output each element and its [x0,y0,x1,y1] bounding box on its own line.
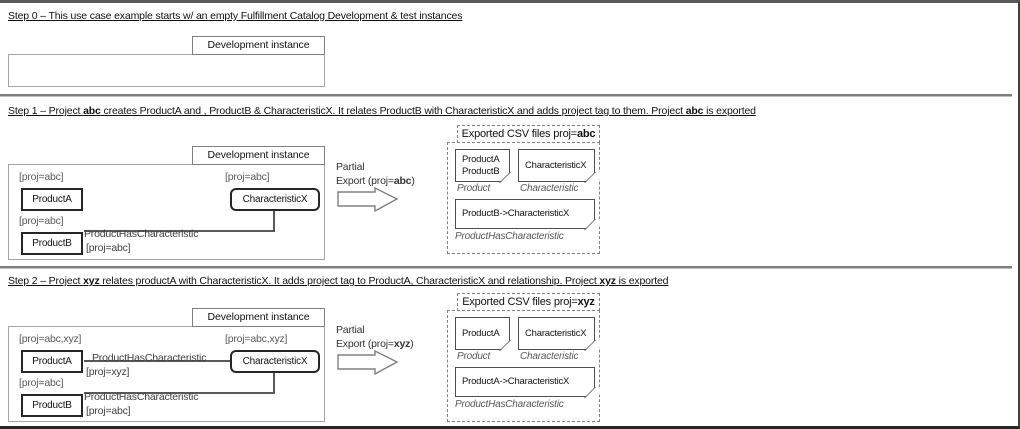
step-1-csv-caption-characteristic: Characteristic [520,183,579,194]
step-2-relationship-2-label: ProductHasCharacteristic [84,391,199,403]
step-2-connector-b-horizontal [84,392,275,394]
step-1-instance-tab-label: Development instance [192,146,325,165]
csv-line: ProductB [462,165,500,177]
step-1-entity-productb[interactable]: ProductB [21,232,83,255]
step-2-entity-characteristicx[interactable]: CharacteristicX [230,350,320,373]
step-0-title: Step 0 – This use case example starts w/… [8,10,463,22]
step-1-csv-file-characteristic[interactable]: CharacteristicX [518,149,607,183]
step-2-csv-caption-producthascharacteristic: ProductHasCharacteristic [455,399,564,410]
csv-line: CharacteristicX [525,327,587,339]
step-2-export-line2: Export (proj=xyz) [336,338,414,350]
step-1-csv-file-product[interactable]: ProductA ProductB [455,149,522,183]
step-1-tag-producta: [proj=abc] [19,171,64,183]
step-2-csv-file-product[interactable]: ProductA [455,317,522,351]
step-2-project-b: xyz [599,275,616,287]
step-2-export-arrow-icon [337,350,399,376]
step-2-csv-file-producthascharacteristic[interactable]: ProductA->CharacteristicX [455,367,607,398]
step-1-title: Step 1 – Project abc creates ProductA an… [8,105,756,117]
step-1-tag-characteristicx: [proj=abc] [225,171,270,183]
csv-line: ProductA->CharacteristicX [462,376,570,387]
step-0-instance-tab-label: Development instance [192,36,325,55]
step-1-connector-horizontal [84,230,275,232]
step-1-export-line2: Export (proj=abc) [336,175,415,187]
step-2-connector-a-horizontal [84,360,231,362]
step-2-csv-caption-characteristic: Characteristic [520,351,579,362]
step-2-instance-tab-label: Development instance [192,308,325,327]
step-2-title: Step 2 – Project xyz relates productA wi… [8,275,669,287]
step-1-csv-caption-product: Product [457,183,491,194]
csv-line: ProductA [462,153,500,165]
step-2-tag-producta: [proj=abc,xyz] [19,333,82,345]
step-1-entity-producta[interactable]: ProductA [21,188,83,211]
csv-line: ProductA [462,327,500,339]
step-2-relationship-2-tag: [proj=abc] [86,405,131,417]
step-1-csv-caption-producthascharacteristic: ProductHasCharacteristic [455,231,564,242]
csv-line: CharacteristicX [525,159,587,171]
step-2-csv-file-characteristic[interactable]: CharacteristicX [518,317,607,351]
step-1-project-a: abc [83,105,101,117]
step-1-connector-vertical [273,210,275,232]
step-2-connector-b-vertical [273,372,275,394]
step-2-csv-caption-product: Product [457,351,491,362]
step-1-csv-tab-label: Exported CSV files proj=abc [457,125,600,143]
step-2-project-a: xyz [83,275,100,287]
step-1-project-b: abc [685,105,704,117]
step-2-tag-productb: [proj=abc] [19,377,64,389]
step-2-tag-characteristicx: [proj=abc,xyz] [225,333,288,345]
step-2-entity-producta[interactable]: ProductA [21,350,83,373]
step-2-csv-tab-label: Exported CSV files proj=xyz [457,293,600,311]
step-1-relationship-tag: [proj=abc] [86,242,131,254]
step-1-tag-productb: [proj=abc] [19,215,64,227]
separator-rule-1 [0,94,1012,97]
step-0-instance-body [8,54,325,87]
step-2-entity-productb[interactable]: ProductB [21,394,83,417]
step-2-export-line1: Partial [336,324,365,336]
step-1-export-line1: Partial [336,161,365,173]
step-2-relationship-1-label: ProductHasCharacteristic [92,352,207,364]
step-1-export-arrow-icon [337,187,399,213]
step-1-entity-characteristicx[interactable]: CharacteristicX [230,188,320,211]
step-2-relationship-1-tag: [proj=xyz] [86,366,130,378]
separator-rule-2 [0,266,1012,269]
csv-line: ProductB->CharacteristicX [462,208,570,219]
step-1-csv-file-producthascharacteristic[interactable]: ProductB->CharacteristicX [455,199,607,230]
step-1-relationship-label: ProductHasCharacteristic [84,228,199,240]
